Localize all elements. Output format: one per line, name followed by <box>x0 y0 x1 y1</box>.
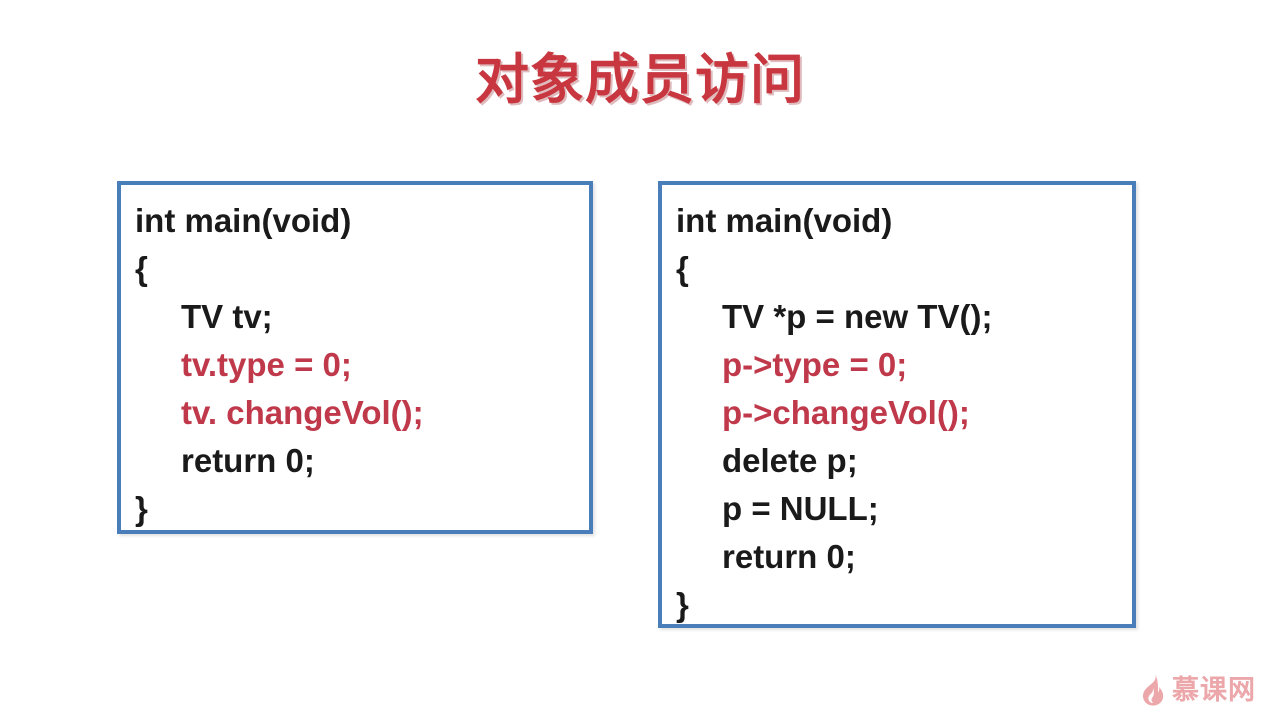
code-body: int main(void) { TV tv; tv.type = 0; tv. cha… <box>121 185 589 533</box>
page-title: 对象成员访问 <box>475 50 805 110</box>
code-line: TV *p = new TV(); <box>722 298 993 335</box>
flame-icon <box>1140 674 1166 706</box>
watermark: 慕课网 <box>1140 674 1256 706</box>
code-line: delete p; <box>722 442 858 479</box>
code-line: tv.type = 0; <box>181 346 352 383</box>
code-line: p = NULL; <box>722 490 879 527</box>
code-body: int main(void) { TV *p = new TV(); p->type … <box>662 185 1132 629</box>
code-line: { <box>676 250 689 287</box>
code-line: } <box>135 490 148 527</box>
code-line: p->changeVol(); <box>722 394 970 431</box>
code-line: return 0; <box>722 538 856 575</box>
code-line: p->type = 0; <box>722 346 908 383</box>
code-box-heap-pointer: int main(void) { TV *p = new TV(); p->type … <box>658 181 1136 628</box>
code-line: int main(void) <box>135 202 352 239</box>
code-line: } <box>676 586 689 623</box>
code-line: int main(void) <box>676 202 893 239</box>
code-line: TV tv; <box>181 298 273 335</box>
watermark-label: 慕课网 <box>1172 674 1256 705</box>
code-line: return 0; <box>181 442 315 479</box>
code-line: { <box>135 250 148 287</box>
code-box-stack-object: int main(void) { TV tv; tv.type = 0; tv. cha… <box>117 181 593 534</box>
code-line: tv. changeVol(); <box>181 394 424 431</box>
